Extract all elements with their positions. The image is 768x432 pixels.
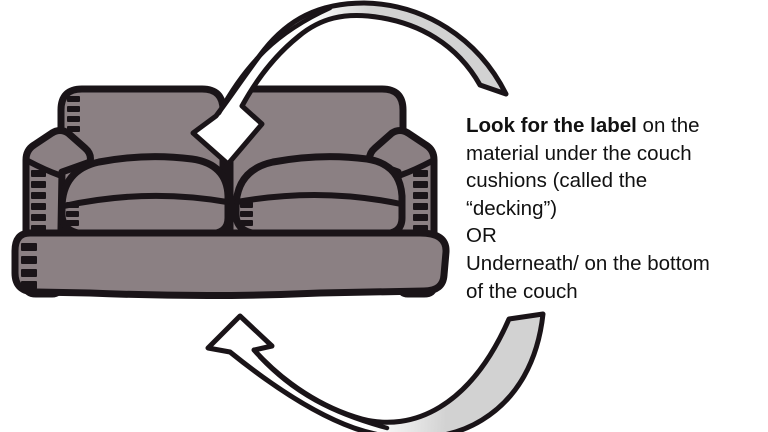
stitch-marks-cushion-left	[66, 202, 79, 226]
couch-arm-left-fold	[25, 158, 62, 178]
couch-arm-right-fold	[398, 158, 435, 178]
stitch-marks-arm-left	[31, 170, 46, 232]
caption-line: material under the couch	[466, 141, 692, 165]
arrow-top-inner-line	[216, 5, 333, 116]
caption-lead-bold: Look for the label	[466, 114, 637, 137]
arrow-bottom-body	[205, 311, 546, 432]
stitch-marks-back-cushion	[67, 96, 80, 132]
arrow-top-to-decking	[190, 0, 509, 167]
couch-seat-seam-left	[61, 192, 230, 209]
couch-seat-seam-right	[234, 191, 404, 207]
caption-lead-rest: on the	[636, 114, 700, 137]
couch-illustration	[11, 85, 450, 299]
caption-line: Underneath/ on the bottom	[466, 251, 710, 275]
caption-line: “decking”)	[466, 196, 558, 220]
caption-line: cushions (called the	[466, 169, 648, 193]
couch-base	[11, 229, 450, 299]
stitch-marks-base	[21, 243, 37, 289]
arrow-bottom-to-underside	[205, 311, 546, 432]
caption-line: OR	[466, 224, 497, 248]
caption-line: Look for the label on the	[466, 112, 766, 140]
caption-line: of the couch	[466, 279, 578, 303]
instruction-caption: Look for the label on the material under…	[466, 112, 766, 305]
arrow-bottom-inner-line	[257, 354, 390, 431]
stitch-marks-cushion-right	[240, 202, 253, 226]
